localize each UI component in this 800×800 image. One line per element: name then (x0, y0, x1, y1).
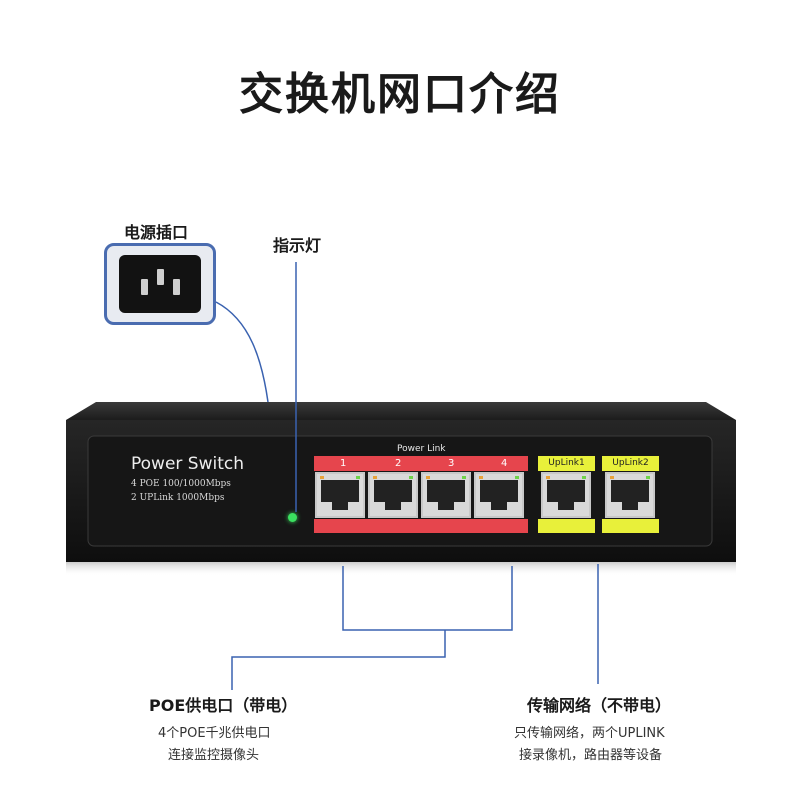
poe-port (474, 472, 524, 518)
poe-callout-line1: 4个POE千兆供电口 (158, 726, 271, 741)
device-spec-poe: 4 POE 100/1000Mbps (131, 479, 231, 489)
indicator-led (288, 513, 297, 522)
power-socket-image (104, 243, 216, 325)
uplink-port-strip-bottom (602, 519, 659, 533)
poe-port-strip (314, 456, 528, 471)
uplink-port-strip-bottom (538, 519, 595, 533)
power-socket-icon (119, 255, 201, 313)
uplink-port-label: UpLink2 (602, 456, 659, 471)
poe-callout-title: POE供电口（带电） (149, 696, 298, 715)
device-spec-uplink: 2 UPLink 1000Mbps (131, 493, 225, 503)
uplink-port-label: UpLink1 (538, 456, 595, 471)
poe-callout-line2: 连接监控摄像头 (168, 748, 260, 763)
poe-port-number: 4 (501, 458, 508, 469)
uplink-port (541, 472, 591, 518)
poe-port-number: 3 (448, 458, 455, 469)
poe-port-strip-bottom (314, 519, 528, 533)
poe-port (368, 472, 418, 518)
power-link-label: Power Link (397, 444, 446, 454)
uplink-callout-title: 传输网络（不带电） (527, 696, 672, 715)
poe-port-number: 2 (395, 458, 402, 469)
uplink-port (605, 472, 655, 518)
uplink-callout-line1: 只传输网络，两个UPLINK (514, 726, 665, 741)
page-title: 交换机网口介绍 (239, 69, 561, 120)
power-socket-label: 电源插口 (124, 223, 189, 242)
device-brand-name: Power Switch (131, 454, 245, 474)
uplink-callout-line2: 接录像机，路由器等设备 (519, 748, 663, 763)
poe-port-number: 1 (340, 458, 347, 469)
poe-port (421, 472, 471, 518)
indicator-label: 指示灯 (273, 236, 322, 255)
poe-port (315, 472, 365, 518)
